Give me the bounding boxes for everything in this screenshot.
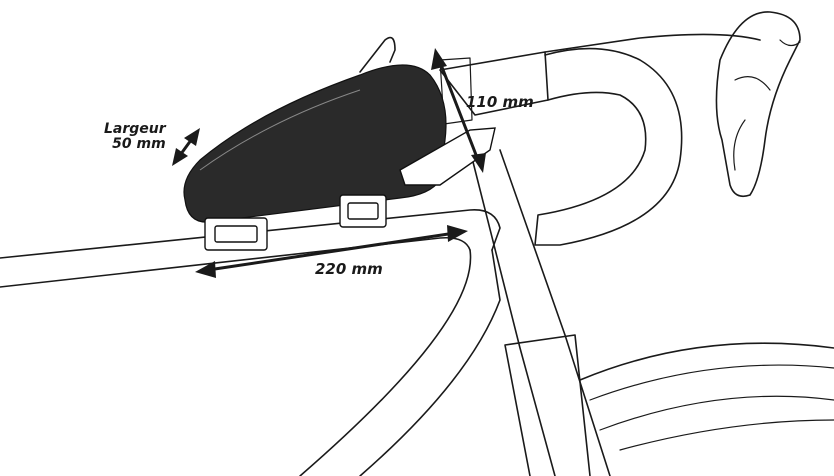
top-tube-bag — [183, 64, 447, 223]
width-label: Largeur 50 mm — [104, 122, 166, 151]
width-label-line1: Largeur — [104, 121, 166, 137]
front-wheel-outer — [579, 342, 834, 381]
brake-hood — [715, 11, 801, 198]
front-wheel-rim — [589, 364, 834, 451]
bag-mount-hook — [359, 36, 396, 73]
fork-crown — [504, 334, 591, 476]
length-label: 220 mm — [315, 260, 383, 278]
handlebar-top — [544, 33, 761, 53]
head-tube — [469, 149, 611, 476]
velcro-strap-front — [339, 194, 387, 228]
width-arrow — [172, 128, 200, 166]
height-arrow — [431, 48, 486, 173]
brake-lever-detail — [733, 39, 801, 171]
bag-highlight — [199, 89, 361, 171]
length-arrow — [195, 225, 468, 278]
top-tube — [0, 209, 501, 288]
handlebar — [534, 47, 683, 246]
width-label-line2: 50 mm — [112, 135, 166, 152]
down-tube — [299, 249, 501, 476]
velcro-strap-rear — [204, 217, 268, 251]
height-label: 110 mm — [466, 93, 534, 111]
